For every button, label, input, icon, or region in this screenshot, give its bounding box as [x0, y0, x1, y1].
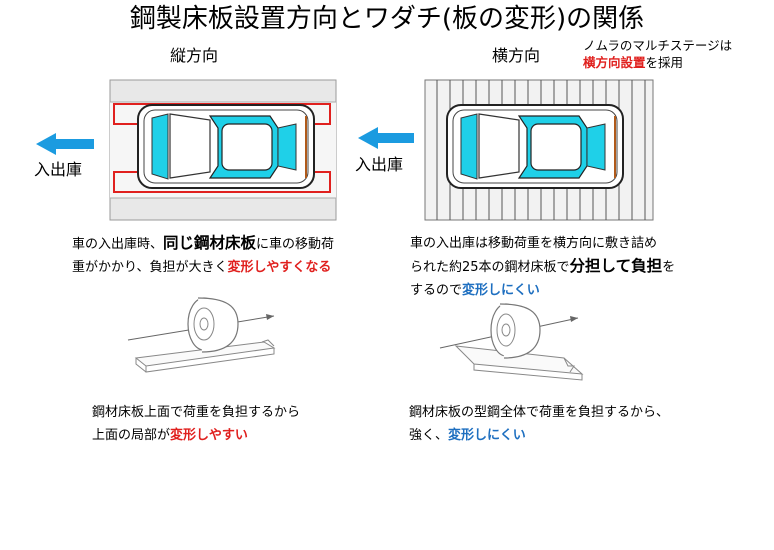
- arrow-left-icon: [36, 133, 94, 155]
- adoption-note-line1: ノムラのマルチステージは: [583, 38, 733, 53]
- adoption-note-suffix: を採用: [645, 55, 684, 70]
- longitudinal-plate-diagram: [109, 79, 337, 221]
- text-segment-bold: 分担して負担: [569, 257, 663, 275]
- page-title: 鋼製床板設置方向とワダチ(板の変形)の関係: [129, 4, 645, 34]
- text-segment: 重がかかり、負担が大きく: [72, 260, 228, 275]
- right-description-line3: するので変形しにくい: [410, 279, 675, 302]
- adoption-note-highlight: 横方向設置: [583, 55, 646, 70]
- text-segment: られた約25本の鋼材床板で: [410, 260, 570, 275]
- right-caption-line1: 鋼材床板の型鋼全体で荷重を負担するから、: [409, 405, 670, 420]
- right-description: 車の入出庫は移動荷重を横方向に敷き詰め られた約25本の鋼材床板で分担して負担を…: [410, 232, 675, 302]
- adoption-note: ノムラのマルチステージは 横方向設置を採用: [583, 37, 732, 71]
- text-segment-bold: 同じ鋼材床板: [163, 234, 257, 252]
- left-description-line1: 車の入出庫時、同じ鋼材床板に車の移動荷: [72, 232, 334, 256]
- text-segment: に車の移動荷: [256, 237, 335, 252]
- right-heading: 横方向: [492, 46, 541, 65]
- tire-on-plate-icon: [127, 297, 276, 373]
- left-description: 車の入出庫時、同じ鋼材床板に車の移動荷 重がかかり、負担が大きく変形しやすくなる: [72, 232, 334, 279]
- text-segment: 強く、: [409, 428, 449, 443]
- tire-on-plate-icon: [439, 303, 584, 381]
- left-caption-line1: 鋼材床板上面で荷重を負担するから: [92, 405, 301, 420]
- text-segment: するので: [410, 283, 463, 298]
- left-caption-line2: 上面の局部が変形しやすい: [92, 424, 300, 447]
- text-segment: 上面の局部が: [92, 428, 171, 443]
- arrow-left-icon: [358, 127, 414, 149]
- adoption-note-line2: 横方向設置を採用: [583, 54, 732, 71]
- transverse-plate-diagram: [424, 79, 654, 221]
- text-segment-blue: 変形しにくい: [462, 283, 540, 298]
- text-segment: 車の入出庫時、: [72, 237, 164, 252]
- text-segment-red: 変形しやすくなる: [227, 260, 332, 275]
- text-segment-blue: 変形しにくい: [448, 428, 526, 443]
- left-description-line2: 重がかかり、負担が大きく変形しやすくなる: [72, 256, 334, 279]
- right-description-line1: 車の入出庫は移動荷重を横方向に敷き詰め: [410, 236, 658, 251]
- right-caption: 鋼材床板の型鋼全体で荷重を負担するから、 強く、変形しにくい: [409, 401, 669, 447]
- car-top-view-icon: [446, 104, 624, 189]
- text-segment: を: [662, 260, 676, 275]
- right-entry-exit-label: 入出庫: [355, 155, 404, 174]
- right-description-line2: られた約25本の鋼材床板で分担して負担を: [410, 255, 675, 279]
- left-caption: 鋼材床板上面で荷重を負担するから 上面の局部が変形しやすい: [92, 401, 300, 447]
- right-caption-line2: 強く、変形しにくい: [409, 424, 669, 447]
- text-segment-red: 変形しやすい: [170, 428, 248, 443]
- left-entry-exit-label: 入出庫: [34, 160, 83, 179]
- left-heading: 縦方向: [170, 46, 219, 65]
- car-top-view-icon: [137, 104, 315, 189]
